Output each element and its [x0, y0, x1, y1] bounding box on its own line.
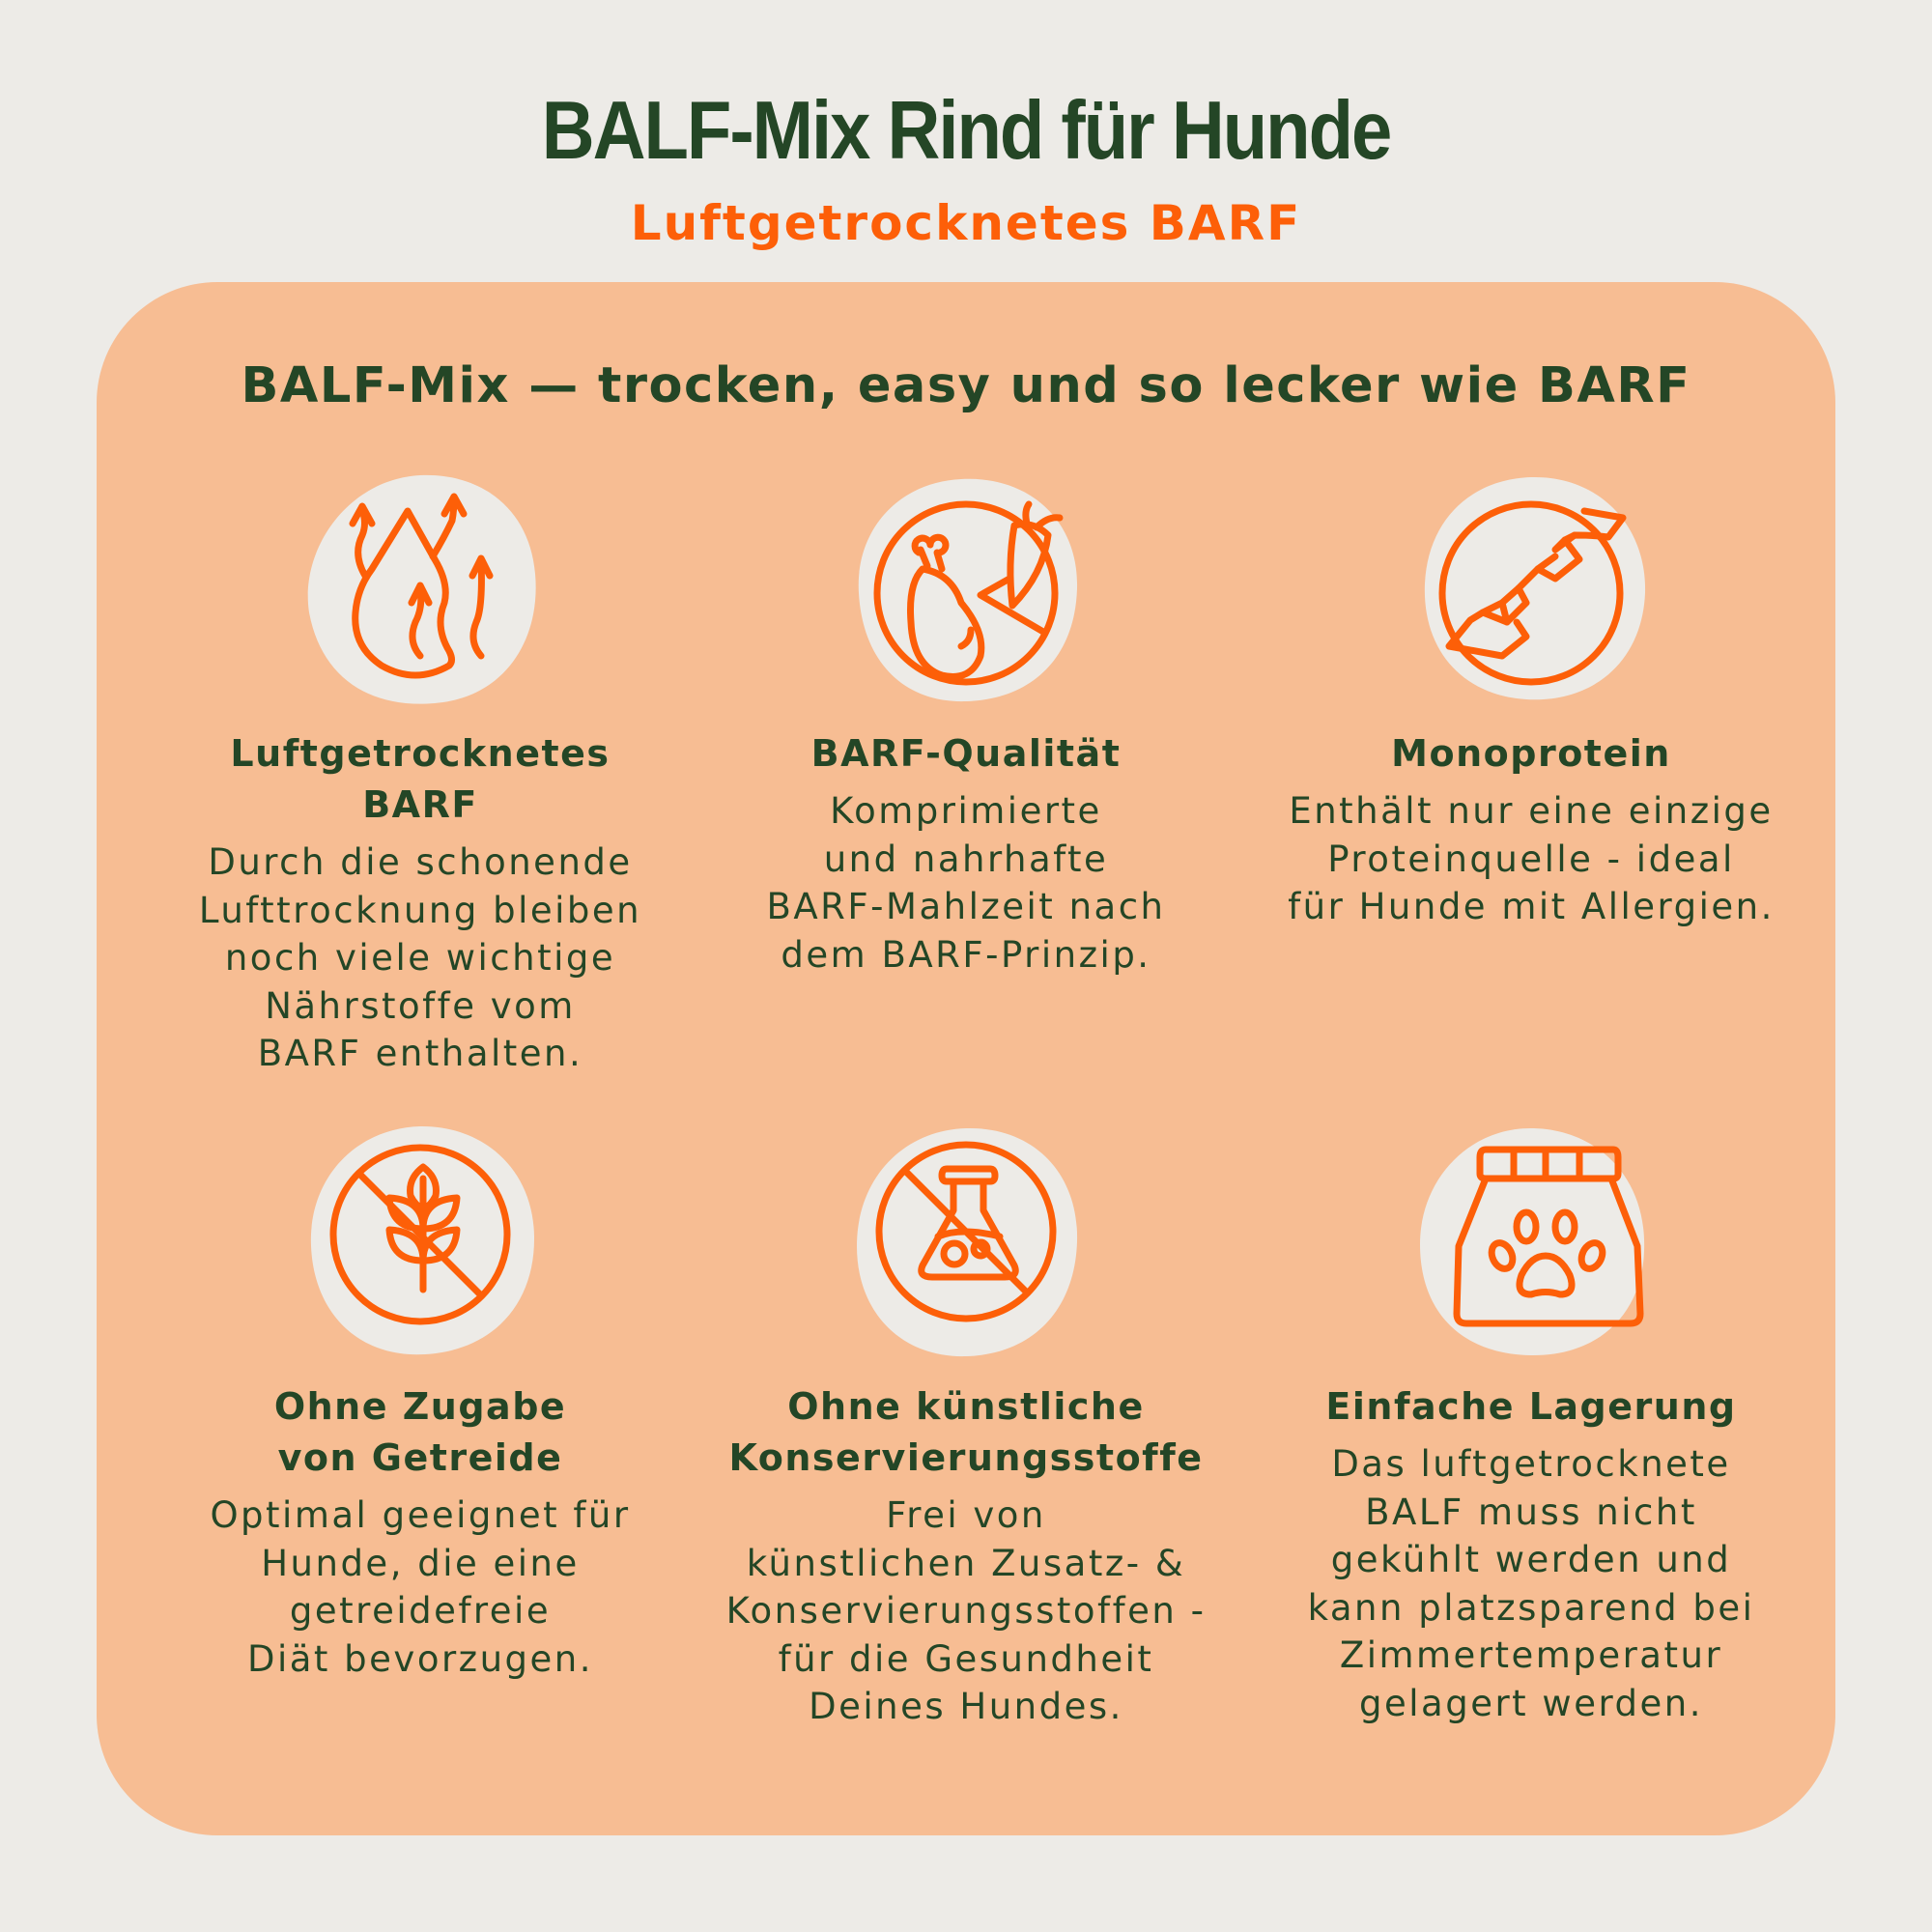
no-grain-icon	[299, 1121, 541, 1366]
page-title: BALF-Mix Rind für Hunde	[541, 84, 1393, 178]
feature-description: Durch die schonende Lufttrocknung bleibe…	[198, 841, 642, 1074]
feature-title: Einfache Lagerung	[1325, 1385, 1737, 1428]
feature-title: Ohne Zugabe von Getreide	[273, 1385, 567, 1479]
feature-description: Optimal geeignet für Hunde, die eine get…	[210, 1494, 631, 1680]
card-heading: BALF-Mix — trocken, easy und so lecker w…	[241, 357, 1691, 414]
feature-description: Frei von künstlichen Zusatz- & Konservie…	[725, 1494, 1207, 1727]
feature-title: Monoprotein	[1391, 732, 1671, 775]
feature-title: Ohne künstliche Konservierungsstoffe	[728, 1385, 1204, 1479]
page-subtitle: Luftgetrocknetes BARF	[630, 195, 1302, 251]
pet-food-bag-paw-icon	[1410, 1121, 1652, 1366]
feature-air-dried: Luftgetrocknetes BARF Durch die schonende…	[140, 282, 700, 1828]
no-preservatives-flask-icon	[845, 1121, 1087, 1366]
feature-description: Komprimierte und nahrhafte BARF-Mahlzeit…	[766, 790, 1166, 976]
feature-description: Enthält nur eine einzige Proteinquelle -…	[1288, 790, 1775, 927]
meat-and-vegetable-plate-icon	[845, 468, 1087, 713]
feature-description: Das luftgetrocknete BALF muss nicht gekü…	[1307, 1443, 1755, 1724]
features-card: BALF-Mix — trocken, easy und so lecker w…	[97, 282, 1835, 1835]
air-dried-drop-icon	[299, 468, 541, 713]
feature-title: Luftgetrocknetes BARF	[230, 732, 611, 826]
single-protein-ribbon-icon	[1410, 468, 1652, 713]
feature-title: BARF-Qualität	[810, 732, 1122, 775]
